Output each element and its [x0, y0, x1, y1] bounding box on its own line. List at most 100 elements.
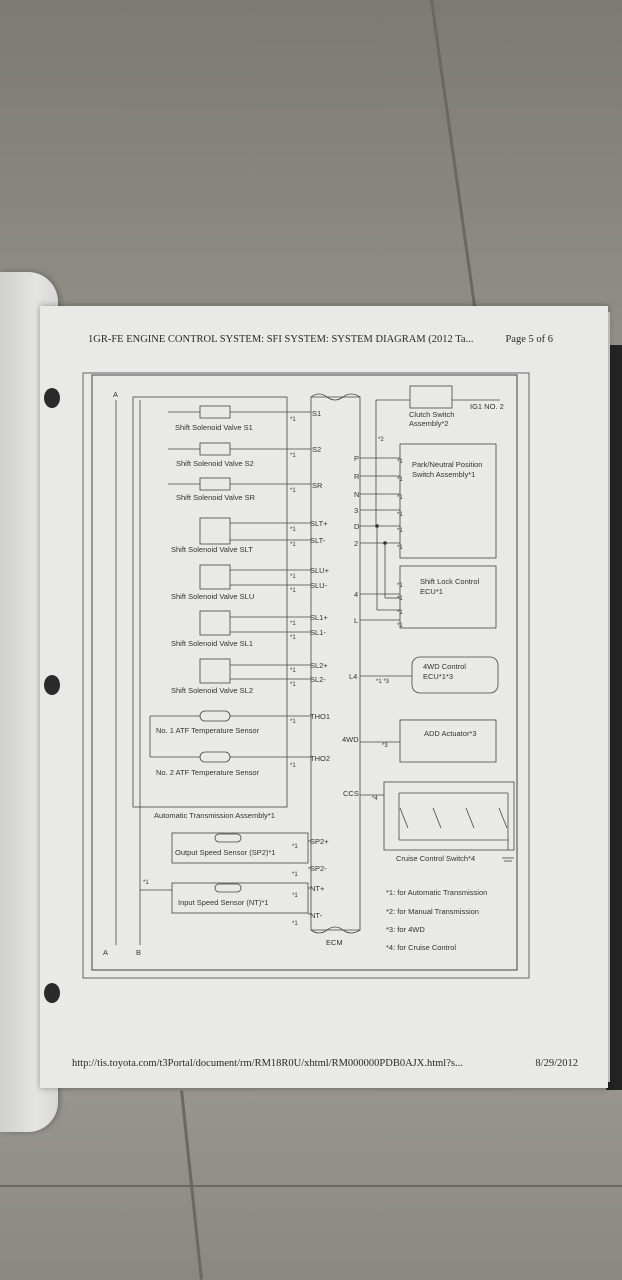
footer-date: 8/29/2012 [535, 1058, 578, 1069]
note: *1 [397, 512, 403, 518]
label-ssv-slt: Shift Solenoid Valve SLT [171, 545, 253, 554]
label-output-speed: Output Speed Sensor (SP2)*1 [175, 848, 275, 857]
note: *1 [292, 844, 298, 850]
pin-d: D [354, 522, 360, 531]
pin-s1: S1 [312, 409, 321, 418]
connector-b-bottom: B [136, 948, 141, 957]
pin-ccs: CCS [343, 789, 359, 798]
label-assembly: Automatic Transmission Assembly*1 [154, 811, 275, 820]
pin-4: 4 [354, 590, 358, 599]
note: *3 [382, 743, 388, 749]
label-lock: Shift Lock Control [420, 577, 480, 586]
binder-hole [44, 983, 60, 1003]
note: *1 [290, 621, 296, 627]
note: *1 [292, 893, 298, 899]
footer-url: http://tis.toyota.com/t3Portal/document/… [72, 1058, 463, 1069]
note: *1 [290, 682, 296, 688]
pin-slt-plus: SLT+ [310, 519, 328, 528]
note: *1 [397, 459, 403, 465]
label-ig1: IG1 NO. 2 [470, 402, 504, 411]
binder-edge [606, 345, 622, 1090]
header-title: 1GR-FE ENGINE CONTROL SYSTEM: SFI SYSTEM… [88, 334, 474, 345]
note: *1 [292, 921, 298, 927]
label-pn: Park/Neutral Position [412, 460, 482, 469]
pin-sp2-minus: SP2- [310, 864, 327, 873]
connector-a-top: A [113, 390, 118, 399]
note: *1 [397, 596, 403, 602]
note: *1 *3 [376, 679, 390, 685]
connector-a-bottom: A [103, 948, 108, 957]
pin-2: 2 [354, 539, 358, 548]
label-ssv-s2: Shift Solenoid Valve S2 [176, 459, 254, 468]
pin-tho2: THO2 [310, 754, 330, 763]
note: *1 [397, 477, 403, 483]
note: *1 [290, 527, 296, 533]
page-number: Page 5 of 6 [505, 334, 553, 345]
note: *1 [290, 542, 296, 548]
label-atf1: No. 1 ATF Temperature Sensor [156, 726, 260, 735]
legend-item: *3: for 4WD [386, 925, 425, 934]
note: *1 [290, 588, 296, 594]
note: *1 [397, 545, 403, 551]
label-input-speed: Input Speed Sensor (NT)*1 [178, 898, 268, 907]
pin-l4: L4 [349, 672, 357, 681]
label-pn-2: Switch Assembly*1 [412, 470, 475, 479]
note: *2 [378, 437, 384, 443]
label-ssv-slu: Shift Solenoid Valve SLU [171, 592, 254, 601]
label-clutch: Clutch Switch [409, 410, 454, 419]
legend-item: *2: for Manual Transmission [386, 907, 479, 916]
pin-l: L [354, 616, 358, 625]
label-clutch-2: Assembly*2 [409, 419, 449, 428]
note: *1 [397, 623, 403, 629]
pin-r: R [354, 472, 360, 481]
note: *1 [290, 453, 296, 459]
document-page [40, 306, 608, 1088]
pin-s2: S2 [312, 445, 321, 454]
pin-3: 3 [354, 506, 358, 515]
pin-sl2-plus: SL2+ [310, 661, 328, 670]
pin-sl1-plus: SL1+ [310, 613, 328, 622]
label-ssv-s1: Shift Solenoid Valve S1 [175, 423, 253, 432]
pin-sl2-minus: SL2- [310, 675, 326, 684]
label-atf2: No. 2 ATF Temperature Sensor [156, 768, 260, 777]
label-4wd-ecu-2: ECU*1*3 [423, 672, 453, 681]
pin-nt-minus: NT- [310, 911, 323, 920]
note: *1 [397, 495, 403, 501]
page-header: 1GR-FE ENGINE CONTROL SYSTEM: SFI SYSTEM… [88, 334, 568, 350]
note: *1 [290, 417, 296, 423]
label-ssv-sr: Shift Solenoid Valve SR [176, 493, 256, 502]
label-ssv-sl2: Shift Solenoid Valve SL2 [171, 686, 253, 695]
label-ecm: ECM [326, 938, 343, 947]
pin-slu-minus: SLU- [310, 581, 328, 590]
label-4wd-ecu: 4WD Control [423, 662, 466, 671]
note: *1 [397, 528, 403, 534]
page-footer: http://tis.toyota.com/t3Portal/document/… [72, 1058, 592, 1074]
note: *1 [290, 635, 296, 641]
label-ssv-sl1: Shift Solenoid Valve SL1 [171, 639, 253, 648]
pin-tho1: THO1 [310, 712, 330, 721]
pin-slu-plus: SLU+ [310, 566, 330, 575]
note: *1 [290, 574, 296, 580]
note: *1 [290, 763, 296, 769]
note: *1 [292, 872, 298, 878]
label-lock-2: ECU*1 [420, 587, 443, 596]
note: *1 [290, 488, 296, 494]
pin-sp2-plus: SP2+ [310, 837, 329, 846]
pin-n: N [354, 490, 359, 499]
legend-item: *4: for Cruise Control [386, 943, 456, 952]
binder-hole [44, 388, 60, 408]
tile-grout [0, 1185, 622, 1187]
note: *1 [290, 668, 296, 674]
legend-item: *1: for Automatic Transmission [386, 888, 487, 897]
pin-4wd: 4WD [342, 735, 359, 744]
pin-p: P [354, 454, 359, 463]
note: *1 [397, 583, 403, 589]
label-cruise: Cruise Control Switch*4 [396, 854, 475, 863]
label-add: ADD Actuator*3 [424, 729, 477, 738]
pin-sl1-minus: SL1- [310, 628, 326, 637]
note: *1 [290, 719, 296, 725]
binder-hole [44, 675, 60, 695]
pin-slt-minus: SLT- [310, 536, 326, 545]
